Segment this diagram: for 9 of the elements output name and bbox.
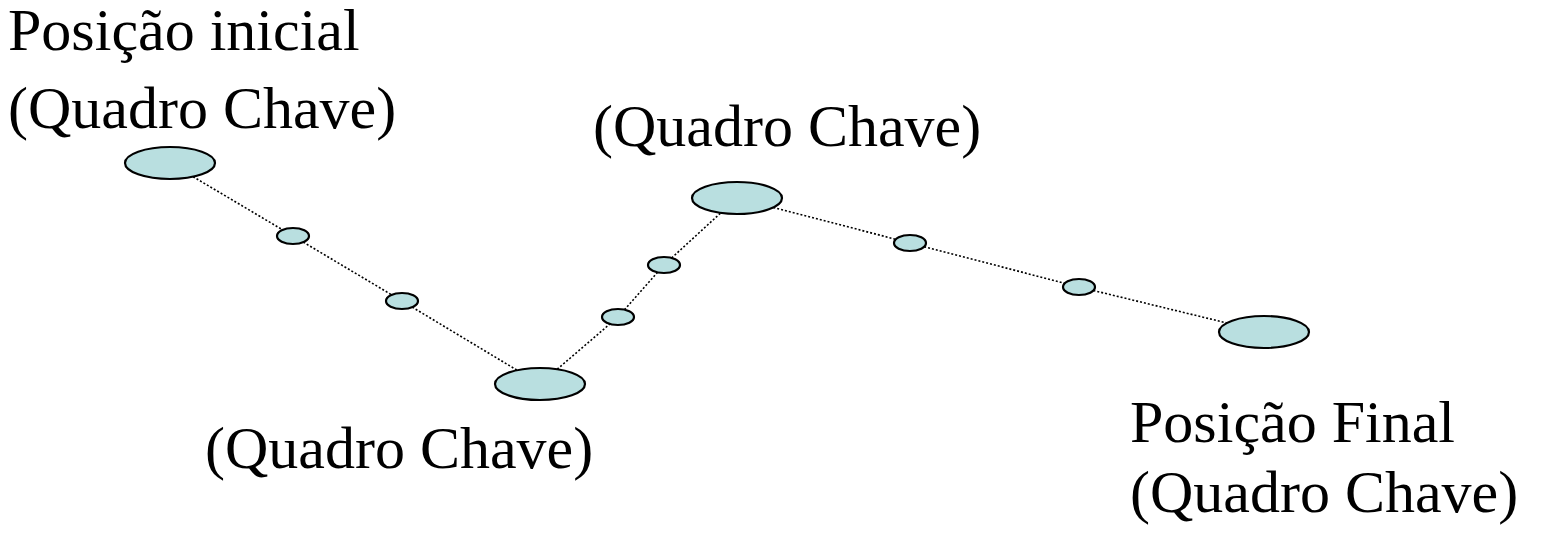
ellipse-marker [384,291,420,311]
dotted-line [623,271,659,311]
ellipse-marker [275,226,311,246]
dotted-line [670,212,722,259]
ellipse-marker [646,255,682,275]
ellipse-marker [1061,277,1097,297]
ellipse-marker [892,233,928,253]
dotted-line [302,241,393,296]
ellipse-marker [600,307,636,327]
